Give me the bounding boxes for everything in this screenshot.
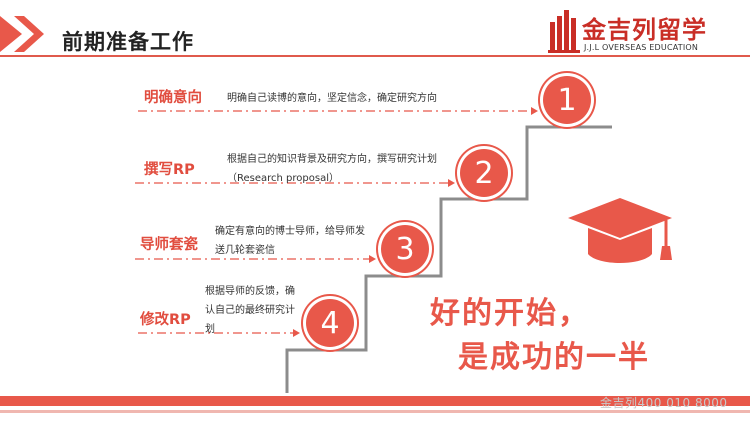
step-2-title: 撰写RP: [144, 162, 195, 178]
step-1-title: 明确意向: [144, 90, 202, 106]
step-1-badge: 1: [543, 76, 591, 124]
page-title: 前期准备工作: [62, 30, 194, 54]
step-1-number: 1: [557, 82, 577, 118]
building-logo-icon: [548, 10, 580, 53]
step-2-desc: 根据自己的知识背景及研究方向，撰写研究计划（Research proposal）: [227, 154, 437, 184]
step-4-number: 4: [320, 305, 340, 341]
step-2-badge: 2: [460, 149, 508, 197]
footer-line: [0, 410, 750, 413]
step-4-desc: 根据导师的反馈，确认自己的最终研究计划: [205, 286, 295, 335]
brand-logo: 金吉列留学 J.J.L OVERSEAS EDUCATION: [548, 8, 748, 54]
footer-bar: [0, 396, 750, 406]
brand-name: 金吉列留学: [582, 16, 707, 44]
step-3-title: 导师套瓷: [140, 237, 198, 253]
step-4-title: 修改RP: [140, 312, 191, 328]
step-4-badge: 4: [306, 299, 354, 347]
step-2-number: 2: [474, 155, 494, 191]
brand-subtitle: J.J.L OVERSEAS EDUCATION: [584, 43, 699, 52]
step-3-desc: 确定有意向的博士导师，给导师发送几轮套瓷信: [215, 226, 365, 256]
slogan-line-2: 是成功的一半: [458, 340, 650, 375]
header-corner-icon: [0, 16, 44, 52]
slogan-line-1: 好的开始，: [430, 296, 590, 331]
watermark: 金吉列400 010 8000: [600, 396, 728, 410]
graduation-cap-icon: [568, 198, 672, 263]
staircase-outline: [285, 125, 612, 393]
step-3-badge: 3: [381, 225, 429, 273]
step-1-desc: 明确自己读博的意向，坚定信念，确定研究方向: [227, 93, 437, 104]
header-divider: [0, 55, 750, 57]
step-3-number: 3: [395, 231, 415, 267]
